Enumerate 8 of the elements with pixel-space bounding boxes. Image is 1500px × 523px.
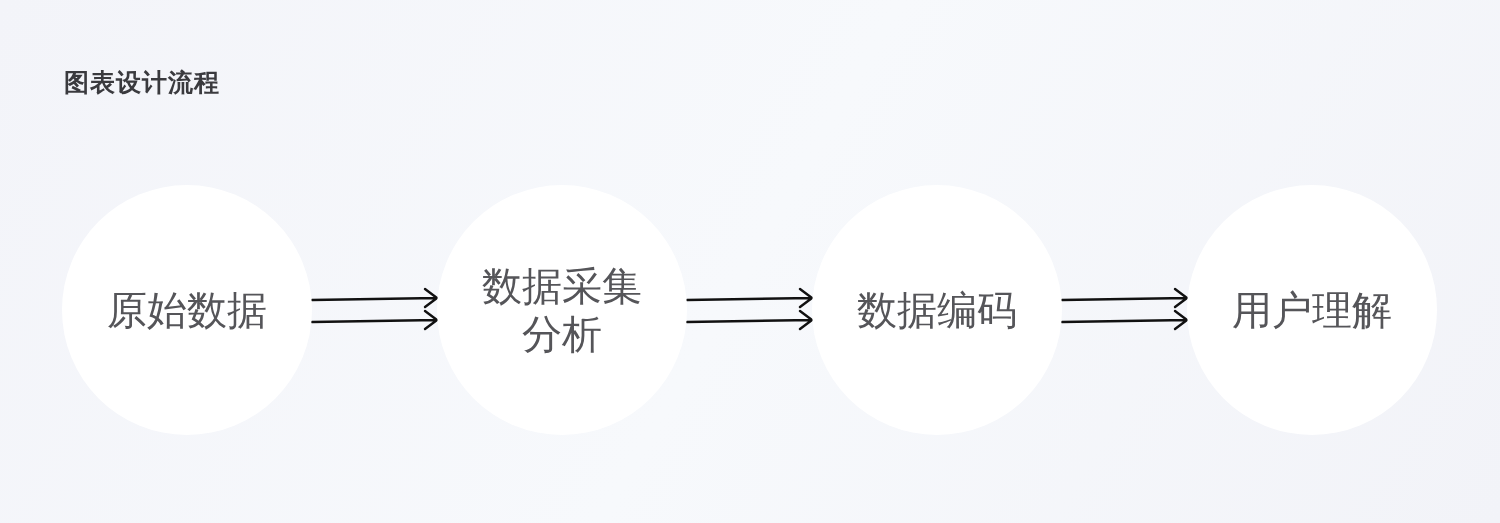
step-label: 数据采集分析 bbox=[481, 262, 643, 358]
step-label: 用户理解 bbox=[1231, 286, 1393, 334]
double-arrow bbox=[310, 287, 439, 331]
double-arrow bbox=[1060, 287, 1189, 331]
diagram-title: 图表设计流程 bbox=[64, 67, 220, 99]
double-arrow bbox=[685, 287, 814, 331]
step-label: 原始数据 bbox=[106, 286, 268, 334]
step-label: 数据编码 bbox=[856, 286, 1018, 334]
